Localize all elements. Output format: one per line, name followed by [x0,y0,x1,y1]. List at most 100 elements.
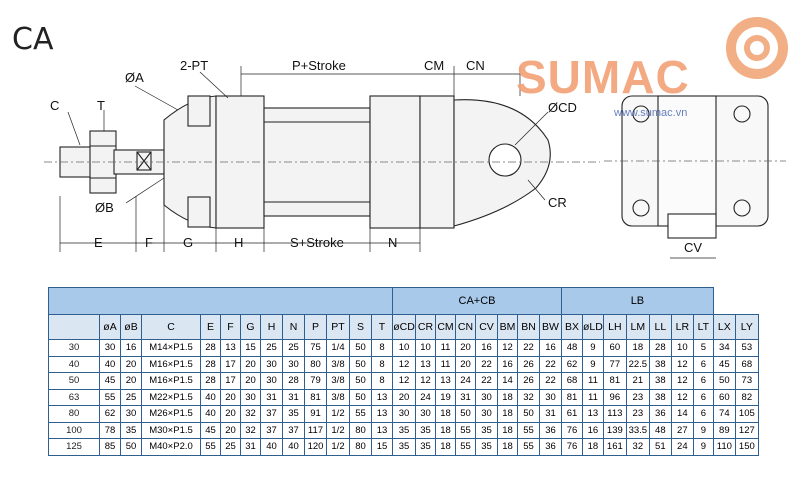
table-cell: 55 [349,405,372,423]
column-header: H [260,314,283,340]
table-cell: 30 [392,405,416,423]
column-header: G [240,314,261,340]
table-cell: 18 [435,438,456,456]
table-cell: 113 [602,405,627,423]
table-cell: 55 [455,421,476,439]
table-cell: 89 [712,421,736,439]
column-header: T [371,314,393,340]
table-cell: 35 [392,421,416,439]
table-cell: 23 [625,388,650,406]
table-cell: 35 [475,438,498,456]
column-header: LX [712,314,736,340]
table-cell: 30 [260,372,283,390]
table-cell: 8 [371,372,393,390]
column-header: øLD [582,314,604,340]
table-cell: 25 [260,339,283,357]
table-cell: 6 [692,388,714,406]
column-header: LR [670,314,694,340]
column-header: N [282,314,305,340]
label-n: N [388,235,398,250]
table-cell: 12 [392,372,416,390]
table-cell: 61 [561,405,583,423]
bore-size-cell: 50 [48,372,100,390]
table-cell: 25 [282,339,305,357]
table-cell: 85 [99,438,121,456]
table-cell: 1/2 [326,405,350,423]
table-cell: 50 [517,405,540,423]
bore-size-cell: 100 [48,421,100,439]
table-cell: 8 [371,355,393,373]
table-cell: 26 [517,355,540,373]
table-cell: 55 [517,438,540,456]
table-cell: 27 [670,421,694,439]
table-cell: 55 [99,388,121,406]
table-cell: 15 [240,339,261,357]
table-cell: 45 [99,372,121,390]
table-cell: 150 [734,438,759,456]
table-cell: 50 [455,405,476,423]
table-cell: M14×P1.5 [141,339,201,357]
table-cell: 25 [220,438,241,456]
table-cell: 18 [435,421,456,439]
table-cell: M22×P1.5 [141,388,201,406]
table-cell: 120 [304,438,327,456]
table-cell: 38 [648,355,672,373]
table-cell: 81 [561,388,583,406]
table-cell: 35 [120,421,142,439]
table-cell: 28 [282,372,305,390]
table-cell: 37 [282,421,305,439]
column-header: CV [475,314,498,340]
table-cell: 53 [734,339,759,357]
table-cell: 55 [455,438,476,456]
table-cell: 35 [392,438,416,456]
table-cell: 20 [455,355,476,373]
table-cell: 35 [475,421,498,439]
table-cell: 8 [371,339,393,357]
table-cell: 110 [712,438,736,456]
table-cell: 40 [99,355,121,373]
table-cell: 30 [260,355,283,373]
table-cell: 80 [349,438,372,456]
table-cell: 68 [734,355,759,373]
label-h: H [234,235,244,250]
column-header: C [141,314,201,340]
table-cell: 30 [120,405,142,423]
table-cell: 50 [349,388,372,406]
table-cell: 74 [712,405,736,423]
label-cv: CV [684,240,703,255]
table-cell: 6 [692,405,714,423]
table-cell: 28 [648,339,672,357]
table-cell: 38 [648,388,672,406]
table-cell: 33.5 [625,421,650,439]
table-cell: 13 [220,339,241,357]
table-cell: 32 [240,405,261,423]
series-title: CA [12,22,54,57]
table-cell: 13 [582,405,604,423]
label-cn: CN [466,58,485,73]
bore-size-cell: 80 [48,405,100,423]
table-cell: 15 [371,438,393,456]
table-cell: 31 [240,438,261,456]
table-cell: 45 [200,421,221,439]
table-cell: 16 [582,421,604,439]
column-header: øB [120,314,142,340]
table-cell: 22 [475,355,498,373]
table-cell: 25 [120,388,142,406]
table-cell: 50 [349,339,372,357]
column-header: E [200,314,221,340]
column-header: LY [734,314,759,340]
table-cell: 82 [734,388,759,406]
column-header: BN [517,314,540,340]
table-cell: M16×P1.5 [141,372,201,390]
table-cell: 91 [304,405,327,423]
table-cell: 16 [120,339,142,357]
table-cell: 20 [392,388,416,406]
table-cell: 30 [282,355,305,373]
table-cell: 127 [734,421,759,439]
table-cell: 3/8 [326,355,350,373]
table-cell: 24 [455,372,476,390]
